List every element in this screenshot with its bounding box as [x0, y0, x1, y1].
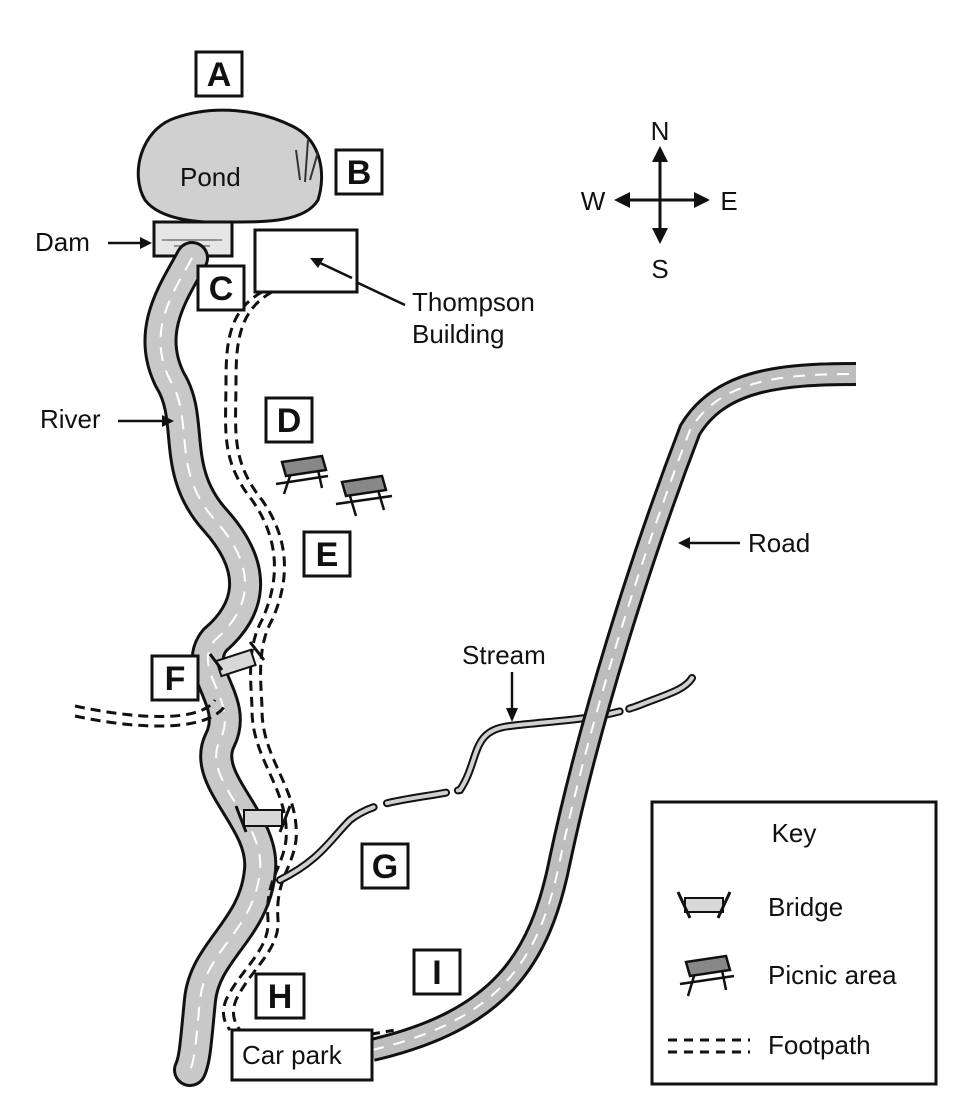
- footpath-main: [222, 290, 298, 1031]
- thompson-label-line1: Thompson: [412, 287, 535, 317]
- compass-n: N: [651, 116, 670, 146]
- svg-text:H: H: [268, 978, 293, 1016]
- location-box-f: F: [150, 654, 200, 702]
- car-park-label: Car park: [242, 1040, 343, 1070]
- dam-label: Dam: [35, 227, 90, 257]
- key-label-bridge: Bridge: [768, 892, 843, 922]
- svg-text:I: I: [432, 954, 441, 992]
- compass-s: S: [651, 254, 668, 284]
- bridge-icon: [208, 641, 266, 678]
- thompson-label-line2: Building: [412, 319, 505, 349]
- arrow-south-icon: [652, 228, 668, 244]
- picnic-table-icon: [275, 454, 329, 495]
- location-box-h: H: [254, 972, 306, 1020]
- svg-text:D: D: [277, 402, 302, 440]
- compass-e: E: [720, 186, 737, 216]
- arrow-east-icon: [694, 192, 710, 208]
- key-label-footpath: Footpath: [768, 1030, 871, 1060]
- arrow-west-icon: [614, 192, 630, 208]
- bridge-icon: [676, 891, 732, 919]
- arrow-north-icon: [652, 146, 668, 162]
- key-title: Key: [772, 818, 817, 848]
- location-box-g: G: [360, 842, 410, 890]
- compass-w: W: [581, 186, 606, 216]
- picnic-table-icon: [335, 474, 393, 517]
- location-box-b: B: [334, 148, 384, 196]
- footpath-icon: [668, 1038, 750, 1054]
- location-box-c: C: [196, 264, 246, 312]
- bridge-icon: [234, 805, 292, 833]
- svg-text:E: E: [316, 536, 339, 574]
- svg-text:F: F: [165, 660, 186, 698]
- stream-label: Stream: [462, 640, 546, 670]
- map-key: Key Bridge Picnic area Footpath: [650, 800, 938, 1086]
- svg-text:A: A: [207, 56, 232, 94]
- compass-rose: N S W E: [581, 116, 738, 284]
- location-box-d: D: [264, 396, 314, 444]
- footpath-carpark: [371, 1028, 396, 1036]
- svg-text:G: G: [372, 848, 398, 886]
- reeds-icon: [295, 139, 319, 183]
- thompson-building: [253, 228, 359, 294]
- pond-label: Pond: [180, 162, 241, 192]
- key-label-picnic: Picnic area: [768, 960, 897, 990]
- svg-text:B: B: [347, 154, 372, 192]
- location-box-i: I: [412, 948, 462, 996]
- pond: [136, 108, 324, 224]
- picnic-table-icon: [679, 954, 735, 997]
- car-park: [230, 1028, 374, 1082]
- river-label: River: [40, 404, 101, 434]
- location-box-a: A: [194, 50, 244, 98]
- location-box-e: E: [302, 530, 352, 578]
- road-label: Road: [748, 528, 810, 558]
- footpath-west: [74, 699, 227, 728]
- thompson-pointer: [317, 260, 353, 280]
- svg-text:C: C: [209, 270, 234, 308]
